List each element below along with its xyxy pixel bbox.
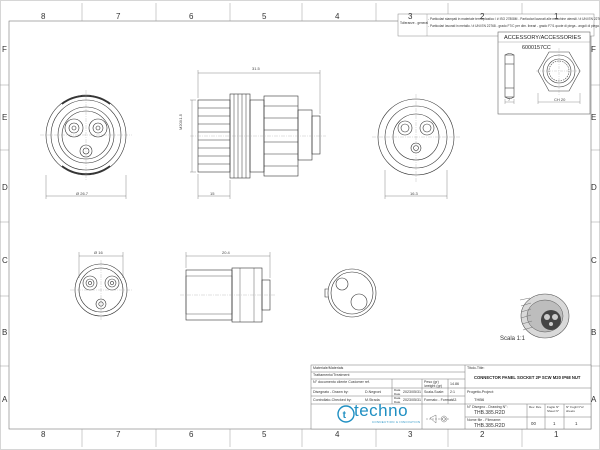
drawing-title: CONNECTOR PANEL SOCKET 2P SCW M20 IP68 N…	[474, 375, 581, 380]
project-value: THB6	[474, 397, 485, 402]
title-block	[310, 364, 592, 430]
dim-thread-length: 15	[210, 191, 215, 196]
col-label: 5	[262, 430, 267, 439]
scale-label: Scala-Scale:	[424, 390, 445, 394]
col-label: 2	[480, 12, 485, 21]
sheets-label: N° Fogli N°of sheets	[566, 405, 584, 413]
format-label: Formato - Format:	[424, 398, 453, 402]
col-label: 4	[335, 430, 340, 439]
tolerance-line-1: - Particolari stampati in materiale term…	[428, 17, 600, 21]
insert-front-view	[70, 260, 132, 320]
col-label: 5	[262, 12, 267, 21]
col-label: 3	[408, 12, 413, 21]
insert-side-view	[180, 267, 276, 323]
filename-value: THB.385.R2D	[474, 423, 506, 429]
col-label: 2	[480, 430, 485, 439]
row-label: F	[2, 45, 7, 54]
col-label: 8	[41, 430, 46, 439]
title-label: Titolo-Title:	[467, 366, 485, 370]
insert-rear-view	[324, 268, 377, 318]
row-label: C	[2, 256, 8, 265]
front-view-dim	[45, 175, 127, 199]
sheet-value: 1	[553, 421, 556, 426]
dim-overall-length: 31.5	[252, 66, 260, 71]
accessory-title: ACCESSORY/ACCESSORIES	[504, 35, 581, 41]
accessory-code: 6000157CC	[522, 45, 551, 51]
checked-date: 2023/05/31	[403, 398, 421, 402]
row-label: C	[591, 256, 597, 265]
drawing-no-label: N° Disegno - Drawing N°:	[467, 405, 508, 409]
row-label: E	[2, 113, 8, 122]
accessory-dims	[504, 93, 581, 104]
col-label: 7	[116, 430, 121, 439]
sheets-value: 1	[575, 421, 578, 426]
scale-value: 2:1	[450, 390, 455, 394]
accessory-nut-side	[504, 53, 515, 99]
weight-value: 14.86	[450, 382, 459, 386]
format-value: A3	[452, 398, 457, 402]
dim-thread: M20X1.5	[178, 113, 183, 130]
side-view-socket	[190, 93, 326, 179]
rev-value: 00	[531, 421, 536, 426]
rev-label: Rev. Rev.	[529, 405, 542, 409]
col-label: 8	[41, 12, 46, 21]
row-label: D	[591, 183, 597, 192]
row-label: A	[2, 395, 8, 404]
insert-side-dim	[185, 252, 271, 278]
row-label: D	[2, 183, 8, 192]
row-label: E	[591, 113, 597, 122]
checked-label: Controllato-Checked by:	[313, 398, 352, 402]
checked-name: M.Strada	[365, 398, 380, 402]
col-label: 7	[116, 12, 121, 21]
side-view-dims	[190, 70, 321, 199]
row-label: A	[591, 395, 597, 404]
dim-insert-length: 20.4	[222, 250, 230, 255]
treatment-label: Trattamento/Treatment	[313, 373, 350, 377]
dim-insert-diameter: Ø 16	[94, 250, 103, 255]
dim-front-diameter: Ø 26.7	[76, 191, 89, 196]
isometric-render	[519, 293, 570, 339]
projection-symbol	[426, 414, 450, 424]
customer-ref-label: N° documento cliente Customer ref.	[313, 380, 370, 384]
drawn-date: 2023/05/31	[403, 390, 421, 394]
techno-logo-text: techno	[354, 401, 409, 420]
render-scale-label: Scala 1:1	[500, 336, 526, 342]
insert-front-dim	[78, 252, 124, 278]
tolerance-label: Tolleranze - general	[400, 21, 428, 25]
filename-label: Nome file - Filename:	[467, 418, 502, 422]
row-label: B	[2, 328, 8, 337]
weight-label: Peso (gr) /weight (gr)	[424, 380, 442, 388]
dim-rear-width: 16.3	[410, 191, 418, 196]
col-label: 6	[189, 430, 194, 439]
tolerance-line-2: - Particolari lavorati in metallo / # UN…	[428, 24, 600, 28]
drawn-name: D.Negroni	[365, 390, 382, 394]
col-label: 3	[408, 430, 413, 439]
drawn-date-label: Data Date	[394, 388, 401, 396]
drawn-label: Disegnato - Drawn by:	[313, 390, 349, 394]
drawing-no: THB.385.R2D	[474, 410, 506, 416]
checked-date-label: Data Date	[394, 396, 401, 404]
inner-frame	[8, 20, 592, 430]
col-label: 1	[554, 12, 559, 21]
front-view-socket	[40, 90, 132, 180]
material-label: Materiale/Materials	[313, 366, 344, 370]
project-label: Progetto-Project:	[467, 390, 494, 394]
techno-logo-subtitle: CONNECTION & INNOVATION	[372, 420, 421, 424]
sheet-label: Foglio N° Sheet N°	[547, 405, 560, 413]
row-label: B	[591, 328, 597, 337]
tolerance-box	[397, 13, 595, 37]
svg-text:t: t	[343, 410, 347, 421]
row-label: F	[591, 45, 596, 54]
col-label: 1	[554, 430, 559, 439]
accessory-dim-width: 7	[508, 97, 511, 102]
accessory-dim-thread: CH 20	[554, 97, 566, 102]
accessory-nut-front	[536, 48, 582, 95]
rear-view-socket	[372, 94, 460, 182]
col-label: 4	[335, 12, 340, 21]
col-label: 6	[189, 12, 194, 21]
techno-logo-mark: t	[337, 405, 355, 423]
rear-view-dim	[384, 170, 448, 199]
